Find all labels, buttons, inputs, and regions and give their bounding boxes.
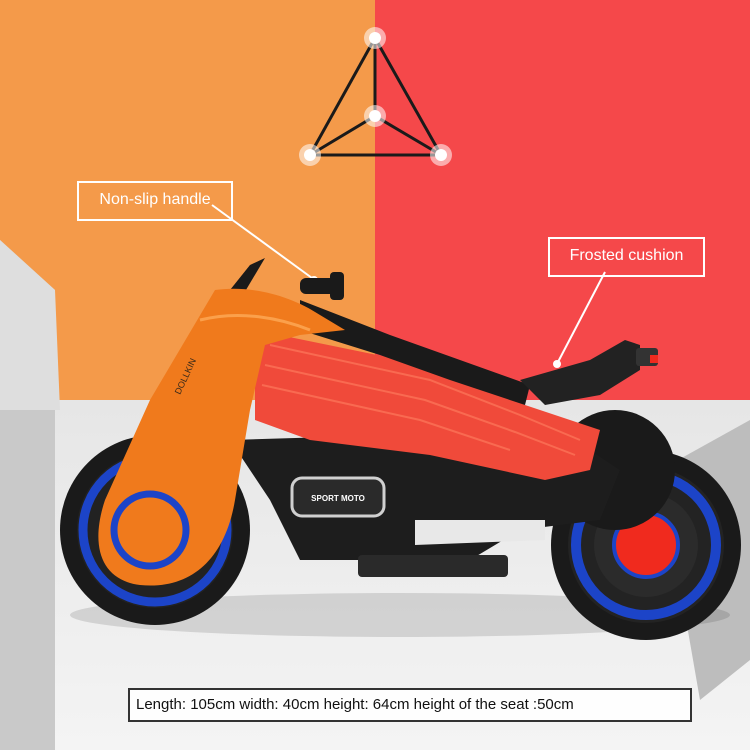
front-hub (110, 490, 190, 570)
sport-moto-logo: SPORT MOTO (311, 494, 365, 503)
frosted-seat (520, 340, 640, 405)
cushion-leader-dot (553, 360, 561, 368)
left-block-face (0, 240, 60, 410)
triangle-logo-icon (299, 27, 452, 166)
cushion-leader-line (557, 271, 606, 363)
dimensions-bar: Length: 105cm width: 40cm height: 64cm h… (128, 688, 692, 722)
footrest (358, 555, 508, 577)
red-side-panel (255, 330, 600, 480)
silver-swingarm (415, 520, 545, 545)
sport-moto-panel (290, 476, 386, 518)
dimensions-text: Length: 105cm width: 40cm height: 64cm h… (136, 696, 574, 713)
top-tank (300, 300, 530, 405)
kids-electric-motorcycle: SPORT MOTO DOLLKIN (60, 258, 741, 640)
handle-leader-line (211, 204, 313, 279)
non-slip-handle-callout: Non-slip handle (77, 181, 233, 221)
frosted-cushion-callout: Frosted cushion (548, 237, 705, 277)
frosted-cushion-label: Frosted cushion (569, 247, 684, 264)
non-slip-handle-label: Non-slip handle (99, 191, 211, 208)
